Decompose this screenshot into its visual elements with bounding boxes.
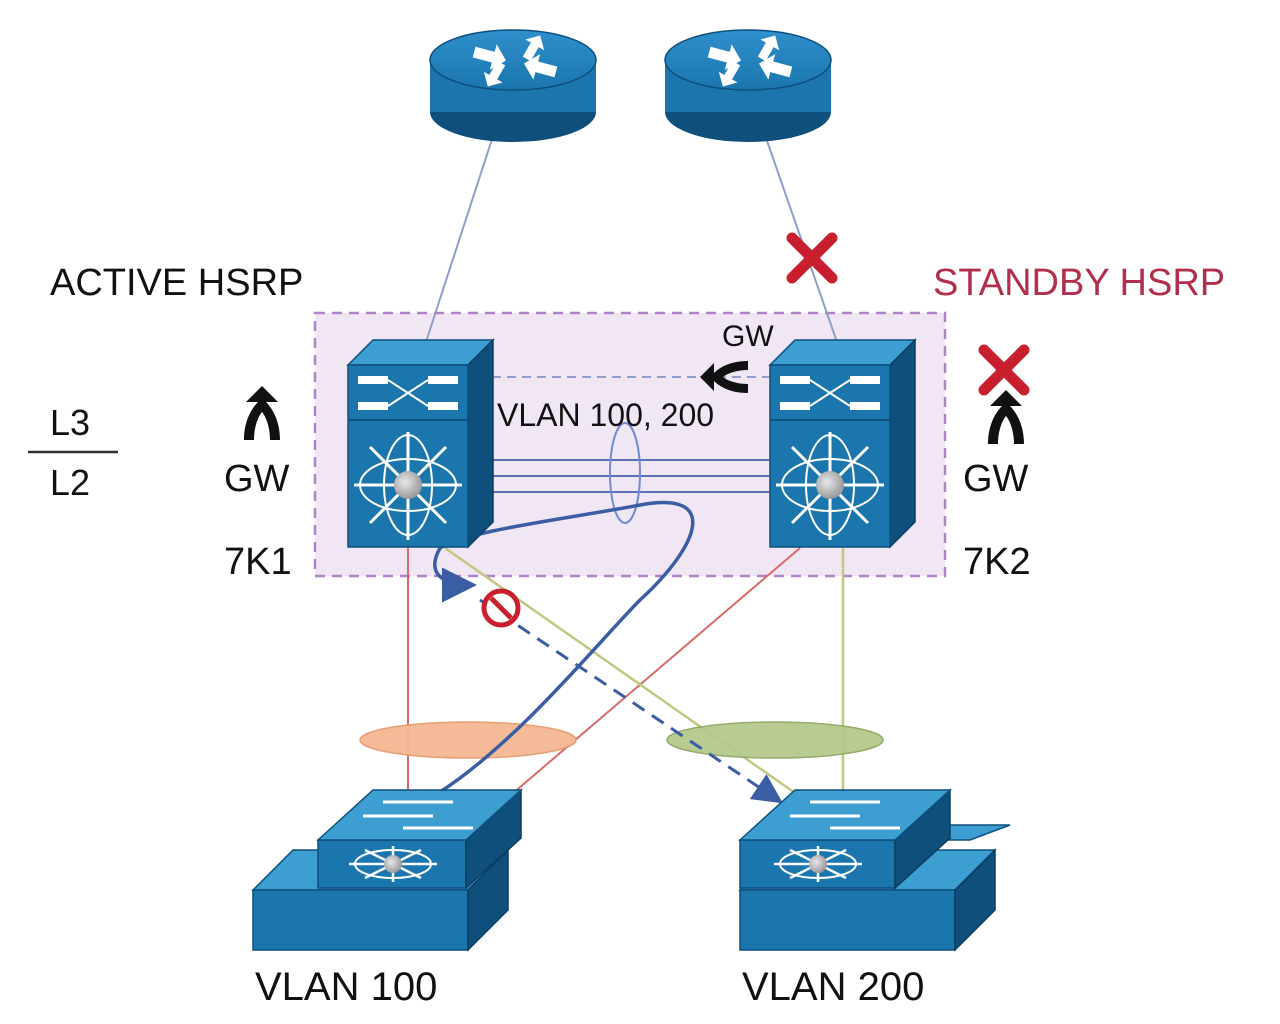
fail-x-icon — [786, 232, 838, 284]
router-icon — [664, 29, 832, 142]
vlan-100-label: VLAN 100 — [255, 965, 438, 1009]
vlan-200-label: VLAN 200 — [742, 965, 925, 1009]
uplink-left — [424, 129, 496, 346]
blocked-flow-path — [479, 598, 783, 804]
fail-x-icon — [978, 344, 1030, 396]
downlink-7k1-vlan200 — [444, 546, 806, 802]
gateway-arrow-icon — [700, 361, 748, 393]
lag-vlan200 — [666, 721, 884, 759]
vlan-pair-label: VLAN 100, 200 — [497, 397, 715, 433]
nexus-switch-icon — [346, 338, 495, 549]
layer2-label: L2 — [50, 462, 91, 503]
lag-vlan100 — [359, 721, 577, 759]
standby-hsrp-label: STANDBY HSRP — [933, 262, 1226, 304]
switch-7k1-label: 7K1 — [224, 541, 292, 583]
gateway-arrow-icon — [244, 386, 280, 440]
access-switch-icon — [738, 788, 1011, 952]
downlink-7k2-vlan100 — [504, 547, 801, 801]
traffic-flow-arrow-down — [433, 547, 477, 603]
nexus-switch-icon — [768, 338, 917, 549]
layer3-label: L3 — [50, 402, 91, 443]
access-switch-icon — [251, 788, 523, 952]
block-icon — [481, 588, 521, 628]
switch-7k2-label: 7K2 — [963, 541, 1031, 583]
router-icon — [429, 29, 597, 142]
active-hsrp-label: ACTIVE HSRP — [50, 262, 304, 304]
gateway-label-right: GW — [963, 458, 1029, 500]
gateway-label-top: GW — [722, 320, 774, 353]
gateway-label-left: GW — [224, 458, 290, 500]
traffic-flow-path — [439, 500, 695, 794]
gateway-arrow-icon — [988, 390, 1024, 444]
peer-link-bundle — [609, 422, 641, 524]
